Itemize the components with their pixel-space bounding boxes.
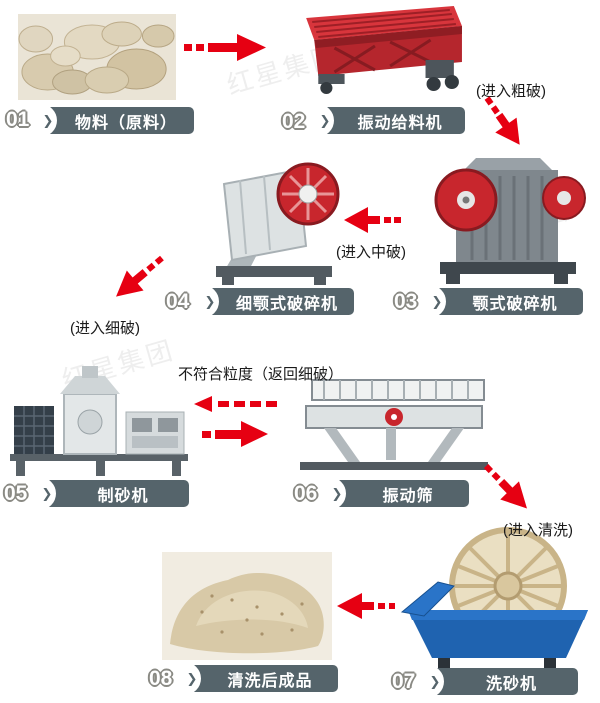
- annotation-enter-fine: (进入细破): [70, 320, 140, 337]
- step-label-washed-product: ❯ 清洗后成品: [168, 662, 338, 695]
- step-label-text: 制砂机: [97, 487, 149, 505]
- chevron-icon: ❯: [429, 673, 441, 689]
- step-number-04: 04: [166, 290, 190, 313]
- step-number-03: 03: [394, 290, 418, 313]
- arrow-washer-to-product: [336, 592, 396, 620]
- step-label-text: 颚式破碎机: [472, 295, 558, 313]
- step-label-jaw-crusher: ❯ 颚式破碎机: [413, 285, 583, 318]
- arrow-jaw-to-finejaw: [343, 206, 401, 234]
- arrow-feeder-to-jaw: [476, 90, 532, 154]
- chevron-icon: ❯: [319, 112, 331, 128]
- step-number-02: 02: [282, 110, 306, 133]
- step-number-01: 01: [6, 108, 30, 131]
- step-number-07: 07: [392, 670, 416, 693]
- chevron-icon: ❯: [42, 112, 54, 128]
- step-label-sand-washer: ❯ 洗砂机: [411, 665, 578, 698]
- washed-sand-photo: [162, 552, 332, 660]
- step-label-text: 洗砂机: [485, 675, 537, 693]
- chevron-icon: ❯: [431, 293, 443, 309]
- sand-maker-image: [8, 366, 190, 478]
- step-label-text: 振动筛: [382, 487, 434, 505]
- step-label-vibrating-screen: ❯ 振动筛: [313, 477, 469, 510]
- step-label-vibrating-feeder: ❯ 振动给料机: [301, 104, 465, 137]
- arrow-return-to-fine-crushing: [192, 394, 286, 414]
- arrow-finejaw-to-sandmaker: [106, 247, 171, 308]
- annotation-enter-coarse: (进入粗破): [476, 83, 546, 100]
- step-number-06: 06: [294, 482, 318, 505]
- raw-material-photo: [18, 14, 176, 100]
- step-label-text: 物料（原料）: [74, 114, 177, 132]
- arrow-screen-to-washer: [476, 456, 538, 519]
- step-label-raw-material: ❯ 物料（原料）: [24, 104, 194, 137]
- arrow-sandmaker-to-screen: [202, 420, 270, 448]
- chevron-icon: ❯: [186, 670, 198, 686]
- step-label-sand-maker: ❯ 制砂机: [23, 477, 189, 510]
- fine-jaw-crusher-image: [210, 150, 342, 286]
- annotation-enter-medium: (进入中破): [336, 244, 406, 261]
- jaw-crusher-image: [428, 156, 586, 286]
- arrow-raw-to-feeder: [184, 32, 268, 62]
- step-label-text: 清洗后成品: [227, 672, 313, 690]
- chevron-icon: ❯: [204, 293, 216, 309]
- step-label-text: 细颚式破碎机: [235, 295, 338, 313]
- vibrating-screen-image: [298, 376, 490, 474]
- step-number-08: 08: [149, 667, 173, 690]
- annotation-enter-wash: (进入清洗): [503, 522, 573, 539]
- chevron-icon: ❯: [331, 485, 343, 501]
- step-number-05: 05: [4, 482, 28, 505]
- vibrating-feeder-image: [294, 4, 466, 96]
- chevron-icon: ❯: [41, 485, 53, 501]
- step-label-text: 振动给料机: [357, 114, 443, 132]
- sand-washer-image: [398, 526, 590, 674]
- annotation-return-fine: 不符合粒度（返回细破）: [178, 366, 344, 383]
- step-label-fine-jaw-crusher: ❯ 细颚式破碎机: [186, 285, 354, 318]
